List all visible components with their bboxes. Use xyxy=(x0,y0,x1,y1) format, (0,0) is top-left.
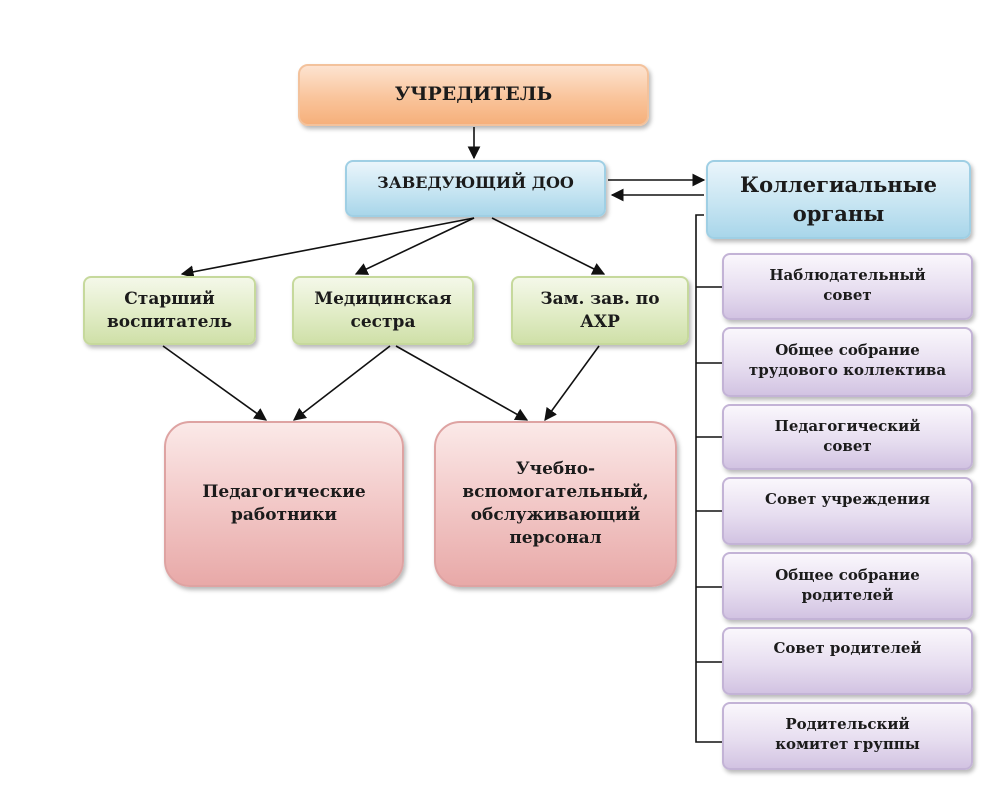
body-pedagogical-council: Педагогический совет xyxy=(722,404,973,470)
support-staff-label: Учебно- вспомогательный, обслуживающий п… xyxy=(462,459,649,548)
body-group-parents-committee: Родительский комитет группы xyxy=(722,702,973,770)
arrow-nurse-to-support xyxy=(395,345,529,421)
senior-educator-box: Старший воспитатель xyxy=(83,276,256,345)
arrow-head-to-nurse xyxy=(354,217,475,275)
support-staff-box: Учебно- вспомогательный, обслуживающий п… xyxy=(434,421,677,587)
teachers-label: Педагогические работники xyxy=(202,482,366,525)
arrow-nurse-to-teachers xyxy=(292,345,391,421)
head-box: ЗАВЕДУЮЩИЙ ДОО xyxy=(345,160,606,217)
body-label: Совет родителей xyxy=(773,639,922,657)
collegial-bracket xyxy=(695,214,722,743)
deputy-head-label: Зам. зав. по АХР xyxy=(540,288,660,332)
founder-box: УЧРЕДИТЕЛЬ xyxy=(298,64,649,126)
body-label: Общее собрание трудового коллектива xyxy=(748,341,947,380)
body-parents-council: Совет родителей xyxy=(722,627,973,695)
body-supervisory-board: Наблюдательный совет xyxy=(722,253,973,320)
founder-label: УЧРЕДИТЕЛЬ xyxy=(394,83,553,106)
nurse-box: Медицинская сестра xyxy=(292,276,474,345)
body-label: Наблюдательный совет xyxy=(769,266,926,305)
arrow-head-to-senior-educator xyxy=(180,217,475,279)
teachers-box: Педагогические работники xyxy=(164,421,404,587)
collegial-bodies-label: Коллегиальные органы xyxy=(740,172,937,226)
arrow-senior-educator-to-teachers xyxy=(162,345,268,421)
body-parents-general-meeting: Общее собрание родителей xyxy=(722,552,973,620)
arrow-deputy-to-support xyxy=(544,345,600,422)
body-label: Педагогический совет xyxy=(774,417,921,456)
body-label: Общее собрание родителей xyxy=(775,566,920,605)
head-label: ЗАВЕДУЮЩИЙ ДОО xyxy=(377,173,574,192)
body-institution-council: Совет учреждения xyxy=(722,477,973,545)
body-label: Родительский комитет группы xyxy=(775,715,920,754)
collegial-bodies-box: Коллегиальные органы xyxy=(706,160,971,239)
body-label: Совет учреждения xyxy=(765,490,930,508)
arrow-head-to-deputy xyxy=(491,217,606,275)
body-labour-collective-meeting: Общее собрание трудового коллектива xyxy=(722,327,973,397)
deputy-head-box: Зам. зав. по АХР xyxy=(511,276,689,345)
senior-educator-label: Старший воспитатель xyxy=(107,288,232,332)
nurse-label: Медицинская сестра xyxy=(314,288,452,332)
